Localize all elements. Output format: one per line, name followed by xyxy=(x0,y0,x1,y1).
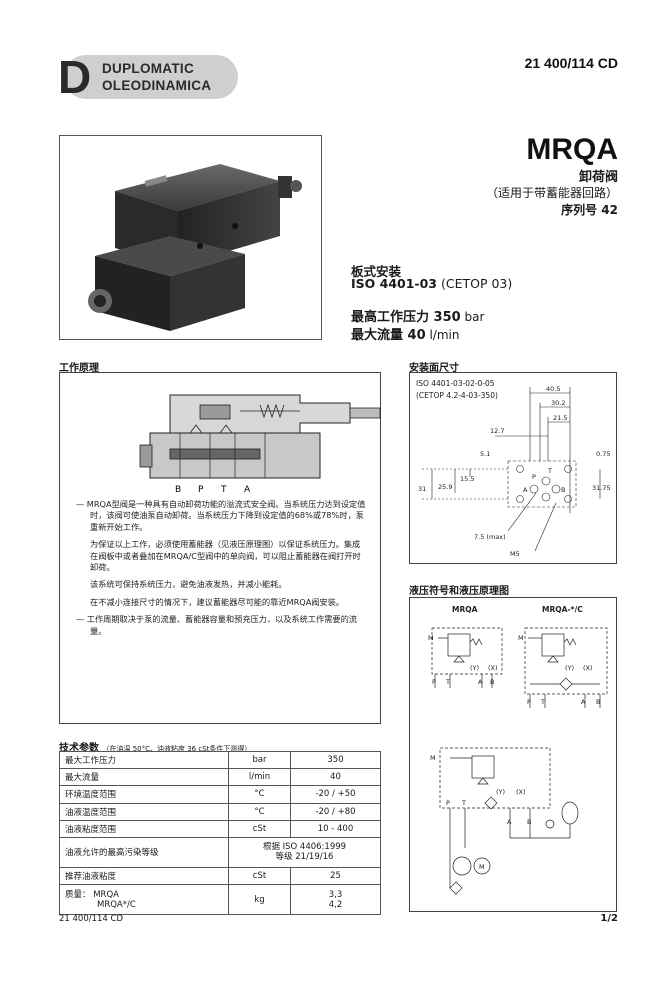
model-title: MRQA xyxy=(526,133,618,166)
sym1-label-b: B xyxy=(490,678,494,686)
mounting-standard: ISO 4401-03 (CETOP 03) xyxy=(351,276,513,291)
dim-7-5-max: 7.5 (max) xyxy=(474,533,506,541)
product-photo xyxy=(59,135,322,340)
circuit-label-x: (X) xyxy=(516,788,526,796)
mounting-type: 板式安装 xyxy=(351,264,402,279)
hydraulic-symbols-box: MRQA MRQA-*/C xyxy=(409,597,617,912)
sym1-label-m: M xyxy=(428,634,434,642)
sym1-label-t: T xyxy=(445,678,450,686)
specs-table: 最大工作压力 bar 350 最大流量 l/min 40 环境温度范围 °C -… xyxy=(59,750,381,916)
sym2-label-y: (Y) xyxy=(565,664,574,672)
dim-0-75: 0.75 xyxy=(596,450,610,458)
dim-30-2: 30.2 xyxy=(551,399,565,407)
sym2-label-a: A xyxy=(581,698,586,706)
port-label-a: A xyxy=(244,485,251,495)
sym2-label-t: T xyxy=(540,698,545,706)
mounting-dimensions-title: 安装面尺寸 xyxy=(409,363,459,374)
product-subtitle: （适用于带蓄能器回路） xyxy=(485,186,618,200)
dim-12-7: 12.7 xyxy=(490,427,504,435)
logo-line-2: OLEODINAMICA xyxy=(102,78,212,93)
valve-section-drawing: B P T A xyxy=(139,394,381,495)
hydraulic-symbols-title: 液压符号和液压原理图 xyxy=(409,586,509,597)
page-number: 1/2 xyxy=(600,913,618,924)
op-paragraph-1: — MRQA型阀是一种具有自动卸荷功能的溢流式安全阀。当系统压力达到设定值时，该… xyxy=(76,499,366,532)
circuit-label-m: M xyxy=(430,754,436,762)
dim-15-5: 15.5 xyxy=(460,475,474,483)
dim-m5: M5 xyxy=(510,550,520,558)
logo-badge xyxy=(64,55,238,99)
circuit-label-t: T xyxy=(461,799,466,807)
logo-d-icon: D xyxy=(58,51,91,103)
table-row: 环境温度范围 °C -20 / +50 xyxy=(59,785,381,804)
face-port-t: T xyxy=(547,467,552,475)
sym1-label-y: (Y) xyxy=(470,664,479,672)
footer-code: 21 400/114 CD xyxy=(59,914,124,924)
mounting-surface-drawing: 40.5 30.2 21.5 12.7 5.1 0.75 15.5 25.9 3… xyxy=(418,385,611,558)
product-name: 卸荷阀 xyxy=(578,170,618,185)
motor-label: M xyxy=(479,863,485,871)
sym1-label-p: P xyxy=(432,678,436,686)
dim-31-75: 31.75 xyxy=(592,484,611,492)
dim-standard-2: (CETOP 4.2-4-03-350) xyxy=(416,391,498,400)
symbol-title-mrqa: MRQA xyxy=(452,605,478,614)
circuit-label-b: B xyxy=(527,818,531,826)
logo-line-1: DUPLOMATIC xyxy=(102,61,194,76)
table-row: 油液粘度范围 cSt 10 - 400 xyxy=(59,819,381,838)
symbol-title-mrqa-c: MRQA-*/C xyxy=(542,605,583,614)
face-port-p: P xyxy=(532,473,536,481)
operating-principle-box: B P T A — MRQA型阀是一种具有自动卸荷功能的溢流式安全阀。当系统压力… xyxy=(59,372,381,724)
max-flow: 最大流量 40 l/min xyxy=(351,328,460,343)
op-paragraph-5: — 工作周期取决于泵的流量、蓄能器容量和预充压力，以及系统工作需要的流量。 xyxy=(76,614,357,636)
op-paragraph-2: 为保证以上工作，必须使用蓄能器（见液压原理图）以保证系统压力。集成在阀板中或者叠… xyxy=(90,539,361,573)
dim-standard-1: ISO 4401-03-02-0-05 xyxy=(416,379,495,388)
dim-5-1: 5.1 xyxy=(480,450,490,458)
circuit-label-p: P xyxy=(446,799,450,807)
company-logo: D DUPLOMATIC OLEODINAMICA xyxy=(58,51,238,103)
dim-40-5: 40.5 xyxy=(546,385,560,393)
valve-photo-illustration xyxy=(88,164,302,331)
sym2-label-x: (X) xyxy=(583,664,593,672)
port-label-p: P xyxy=(198,485,204,495)
table-row: 最大流量 l/min 40 xyxy=(59,768,381,787)
specs-title: 技术参数 （在油温 50°C、油液粘度 36 cSt条件下测得） xyxy=(59,743,252,754)
max-pressure: 最高工作压力 350 bar xyxy=(351,310,485,325)
circuit-label-y: (Y) xyxy=(496,788,505,796)
operating-principle-title: 工作原理 xyxy=(59,363,99,374)
sym2-label-p: P xyxy=(527,698,531,706)
circuit-label-a: A xyxy=(507,818,512,826)
operating-text: — MRQA型阀是一种具有自动卸荷功能的溢流式安全阀。当系统压力达到设定值时，该… xyxy=(76,499,368,643)
op-paragraph-3: 该系统可保持系统压力，避免油液发热，并减小能耗。 xyxy=(90,579,287,590)
sym1-label-x: (X) xyxy=(488,664,498,672)
face-port-b: B xyxy=(561,486,565,494)
dim-21-5: 21.5 xyxy=(553,414,567,422)
face-port-a: A xyxy=(523,486,528,494)
sym2-label-m: M xyxy=(518,634,524,642)
series-number: 序列号 42 xyxy=(561,203,618,217)
hydraulic-diagram: MRQA MRQA-*/C xyxy=(428,605,608,895)
sym1-label-a: A xyxy=(478,678,483,686)
mounting-dimensions-box: ISO 4401-03-02-0-05 (CETOP 4.2-4-03-350) xyxy=(409,372,617,564)
table-row: 最大工作压力 bar 350 xyxy=(59,750,381,770)
port-label-t: T xyxy=(220,485,227,495)
dim-31: 31 xyxy=(418,485,426,493)
dim-25-9: 25.9 xyxy=(438,483,452,491)
table-row: 推荐油液粘度 cSt 25 xyxy=(59,866,381,886)
op-paragraph-4: 在不减小连接尺寸的情况下，建议蓄能器尽可能的靠近MRQA阀安装。 xyxy=(90,596,345,607)
sym2-label-b: B xyxy=(596,698,600,706)
document-code: 21 400/114 CD xyxy=(524,55,618,71)
port-label-b: B xyxy=(175,485,181,495)
table-row: 油液温度范围 °C -20 / +80 xyxy=(59,802,381,821)
